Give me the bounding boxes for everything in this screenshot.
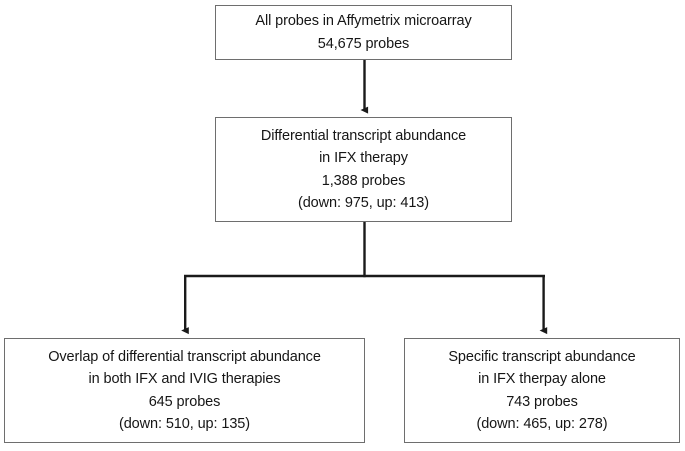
- node-overlap-line-1: Overlap of differential transcript abund…: [48, 348, 321, 365]
- node-specific-probe-count: 743 probes: [506, 393, 578, 410]
- node-overlap-breakdown: (down: 510, up: 135): [118, 416, 250, 432]
- node-specific-breakdown: (down: 465, up: 278): [476, 416, 608, 432]
- node-differential-line-2: in IFX therapy: [319, 150, 408, 166]
- node-overlap-ifx-ivig: Overlap of differential transcript abund…: [4, 338, 365, 443]
- node-specific-line-2: in IFX therpay alone: [478, 371, 606, 387]
- node-differential-line-1: Differential transcript abundance: [260, 127, 467, 144]
- node-all-probes: All probes in Affymetrix microarray 54,6…: [215, 5, 512, 60]
- node-overlap-probe-count: 645 probes: [148, 393, 221, 410]
- node-all-probes-line-1: All probes in Affymetrix microarray: [255, 13, 472, 29]
- node-differential-breakdown: (down: 975, up: 413): [297, 195, 429, 211]
- node-specific-ifx-alone: Specific transcript abundance in IFX the…: [404, 338, 680, 443]
- node-specific-line-1: Specific transcript abundance: [448, 348, 636, 365]
- node-differential-transcript-abundance: Differential transcript abundance in IFX…: [215, 117, 512, 222]
- node-overlap-line-2: in both IFX and IVIG therapies: [88, 371, 281, 387]
- connector-split-stem: [184, 222, 545, 278]
- node-all-probes-line-2: 54,675 probes: [317, 35, 410, 52]
- node-differential-probe-count: 1,388 probes: [321, 172, 406, 189]
